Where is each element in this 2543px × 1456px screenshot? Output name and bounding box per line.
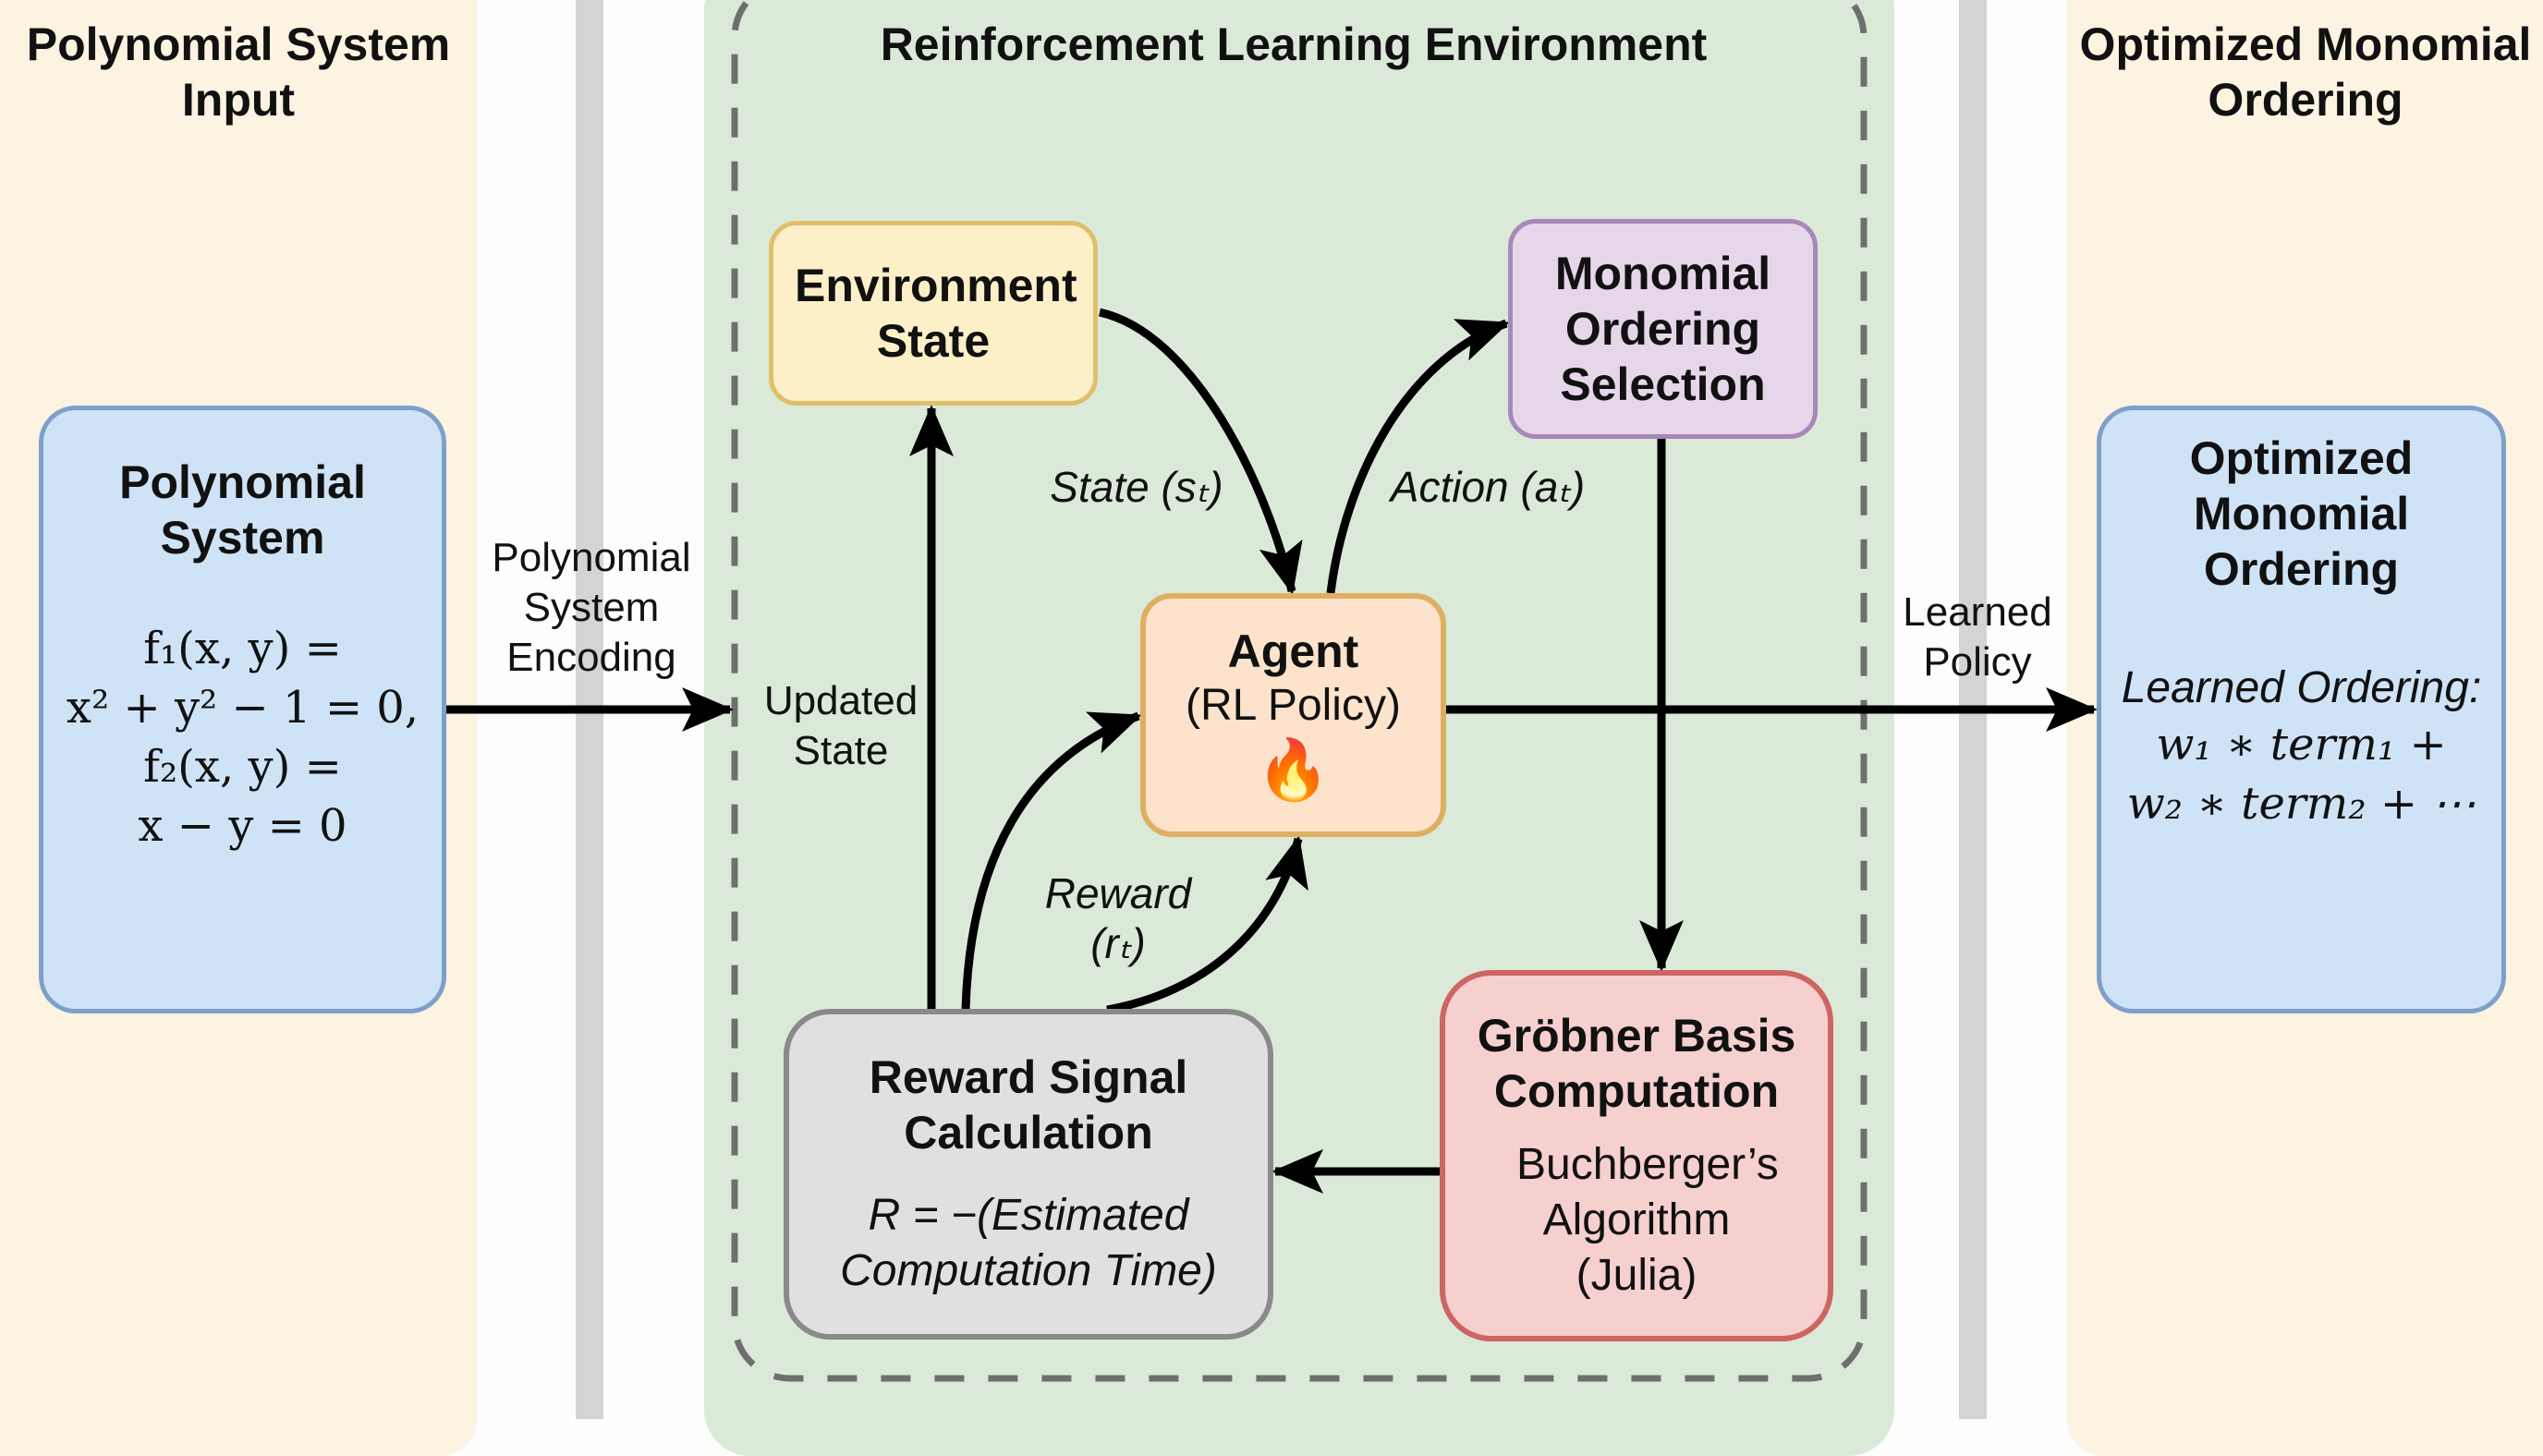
grobner-title: Gröbner Basis Computation [1477,1010,1796,1117]
label-encoding: Polynomial System Encoding [492,535,691,680]
monomial-selection-title: Monomial Ordering Selection [1554,248,1771,410]
input-panel-title: Polynomial System Input [26,18,451,126]
label-state: State (sₜ) [1050,463,1223,511]
label-learned-policy: Learned Policy [1903,589,2052,685]
left-separator [576,0,603,1419]
reward-formula-line: Computation Time) [840,1246,1217,1295]
label-reward: Reward (rₜ) [1044,869,1192,967]
polynomial-equations: f₁(x, y) = x² + y² − 1 = 0, f₂(x, y) = x… [67,619,419,855]
agent-title: Agent [1227,625,1359,677]
reward-formula-line: R = −(Estimated [868,1191,1189,1240]
grobner-subtitle: Buchberger’s Algorithm (Julia) [1516,1140,1779,1300]
label-updated-state: Updated State [763,678,919,773]
polynomial-system-node[interactable]: Polynomial System f₁(x, y) = x² + y² − 1… [39,406,446,1013]
polynomial-system-title: Polynomial System [119,456,366,564]
optimized-ordering-title: Optimized Monomial Ordering [2189,432,2414,595]
monomial-selection-node[interactable]: Monomial Ordering Selection [1508,219,1818,439]
equation-line: f₂(x, y) = [143,741,342,793]
equation-line: f₁(x, y) = [143,623,342,674]
reward-signal-title: Reward Signal Calculation [869,1051,1188,1159]
flame-icon: 🔥 [1256,736,1331,803]
formula-line: w₂ ∗ term₂ + ⋯ [2126,778,2476,830]
reward-signal-node[interactable]: Reward Signal Calculation R = −(Estimate… [784,1009,1273,1340]
environment-state-title: Environment State [795,260,1077,367]
reward-formula: R = −(Estimated Computation Time) [840,1188,1217,1299]
equation-line: x² + y² − 1 = 0, [66,682,420,734]
formula-line: w₁ ∗ term₁ + [2156,719,2447,770]
right-separator [1959,0,1987,1419]
agent-subtitle: (RL Policy) [1186,681,1401,730]
output-panel-title: Optimized Monomial Ordering [2079,18,2532,126]
learned-ordering-formula: w₁ ∗ term₁ + w₂ ∗ term₂ + ⋯ [2127,715,2476,833]
agent-node[interactable]: Agent (RL Policy) 🔥 [1140,593,1446,837]
rl-environment-title: Reinforcement Learning Environment [880,18,1708,70]
learned-ordering-label: Learned Ordering: [2121,663,2482,712]
grobner-node[interactable]: Gröbner Basis Computation Buchberger’s A… [1440,970,1833,1341]
environment-state-node[interactable]: Environment State [769,221,1098,406]
optimized-ordering-node[interactable]: Optimized Monomial Ordering Learned Orde… [2097,406,2506,1013]
label-action: Action (aₜ) [1390,463,1586,511]
equation-line: x − y = 0 [138,800,347,852]
